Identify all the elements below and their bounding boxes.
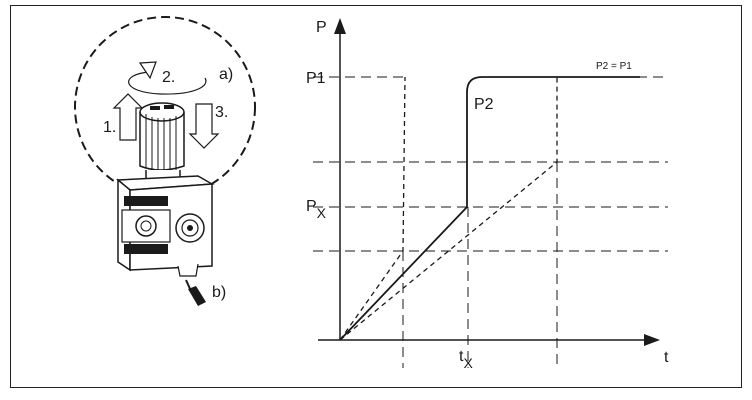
y-axis-label: P <box>316 19 327 36</box>
label-a: a) <box>219 66 233 83</box>
p1-label: P1 <box>306 70 326 87</box>
figure-frame <box>10 5 742 388</box>
x-axis-label: t <box>664 349 669 366</box>
rotation-arrow-icon <box>128 71 207 95</box>
regulator-body-icon <box>116 175 215 277</box>
step-3-label: 3. <box>215 104 228 121</box>
push-down-arrow-icon <box>188 103 220 149</box>
step-1-label: 1. <box>103 119 116 136</box>
pressure-time-graph: P t P1 PX tX P2 P2 = P1 <box>306 18 669 371</box>
x-axis-arrow-icon <box>644 334 660 346</box>
alternative-curves <box>339 76 558 341</box>
p2-curve-label: P2 <box>474 96 494 113</box>
tx-label: tX <box>459 348 473 371</box>
step-2-label: 2. <box>162 69 175 86</box>
vertical-reference-lines <box>402 162 558 368</box>
p2-equals-p1-label: P2 = P1 <box>596 61 632 72</box>
p2-curve <box>339 76 640 341</box>
adjustment-knob-icon <box>139 102 185 190</box>
label-b: b) <box>212 284 226 301</box>
rotation-arrowhead-icon <box>138 61 157 80</box>
y-axis-arrow-icon <box>334 18 346 34</box>
screwdriver-icon <box>185 279 206 306</box>
regulator-illustration: 2. 1. 3. a) b) <box>74 16 256 306</box>
px-label: PX <box>306 198 327 221</box>
pull-up-arrow-icon <box>112 93 144 141</box>
